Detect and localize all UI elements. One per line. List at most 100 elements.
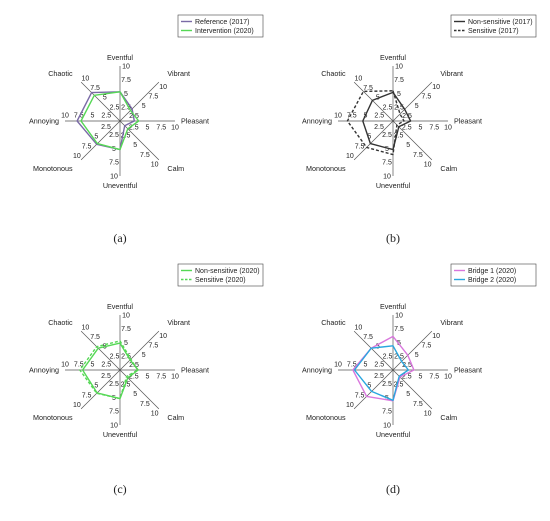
radar-tick-label: 2.5 bbox=[374, 373, 384, 380]
radar-axis-label-uneventful: Uneventful bbox=[103, 430, 138, 439]
radar-tick-label: 2.5 bbox=[374, 112, 384, 119]
radar-tick-label: 7.5 bbox=[363, 85, 373, 92]
radar-tick-label: 10 bbox=[346, 402, 354, 409]
radar-tick-label: 7.5 bbox=[140, 401, 150, 408]
radar-tick-label: 7.5 bbox=[140, 152, 150, 159]
radar-axis-label-annoying: Annoying bbox=[302, 117, 332, 126]
radar-tick-label: 2.5 bbox=[382, 381, 392, 388]
radar-tick-label: 7.5 bbox=[82, 392, 92, 399]
panel-label: (c) bbox=[113, 482, 126, 496]
radar-tick-label: 2.5 bbox=[394, 105, 404, 112]
radar-axis-label-monotonous: Monotonous bbox=[306, 164, 346, 173]
radar-tick-label: 5 bbox=[419, 373, 423, 380]
radar-tick-label: 5 bbox=[133, 391, 137, 398]
legend-box bbox=[450, 14, 537, 38]
radar-axis-line bbox=[119, 120, 160, 161]
radar-axis-label-vibrant: Vibrant bbox=[167, 318, 190, 327]
radar-axis-label-eventful: Eventful bbox=[107, 302, 133, 311]
radar-axis-label-vibrant: Vibrant bbox=[167, 69, 190, 78]
radar-tick-label: 2.5 bbox=[101, 112, 111, 119]
radar-axis-line bbox=[119, 81, 160, 122]
radar-tick-label: 7.5 bbox=[90, 334, 100, 341]
radar-tick-label: 10 bbox=[395, 312, 403, 319]
radar-tick-label: 2.5 bbox=[109, 381, 119, 388]
radar-tick-label: 2.5 bbox=[110, 353, 120, 360]
radar-series-2 bbox=[346, 90, 405, 156]
radar-tick-label: 7.5 bbox=[121, 77, 131, 84]
radar-tick-label: 10 bbox=[122, 312, 130, 319]
radar-axis-label-vibrant: Vibrant bbox=[440, 69, 463, 78]
radar-tick-label: 2.5 bbox=[129, 124, 139, 131]
radar-axis-label-vibrant: Vibrant bbox=[440, 318, 463, 327]
radar-tick-label: 10 bbox=[346, 153, 354, 160]
radar-tick-label: 2.5 bbox=[129, 373, 139, 380]
radar-axis-label-uneventful: Uneventful bbox=[376, 430, 411, 439]
radar-tick-label: 10 bbox=[383, 173, 391, 180]
radar-axis-label-chaotic: Chaotic bbox=[48, 69, 73, 78]
radar-tick-label: 7.5 bbox=[149, 94, 159, 101]
radar-tick-label: 5 bbox=[146, 124, 150, 131]
radar-tick-label: 2.5 bbox=[374, 124, 384, 131]
radar-tick-label: 5 bbox=[367, 134, 371, 141]
radar-axis-label-eventful: Eventful bbox=[380, 302, 406, 311]
legend-entry: Bridge 2 (2020) bbox=[468, 277, 516, 284]
radar-axis-line bbox=[353, 369, 394, 410]
radar-axis-label-calm: Calm bbox=[167, 413, 184, 422]
radar-tick-label: 5 bbox=[103, 95, 107, 102]
radar-tick-label: 7.5 bbox=[90, 85, 100, 92]
radar-tick-label: 5 bbox=[94, 383, 98, 390]
radar-tick-label: 10 bbox=[432, 84, 440, 91]
radar-tick-label: 10 bbox=[110, 173, 118, 180]
radar-tick-label: 7.5 bbox=[422, 343, 432, 350]
radar-tick-label: 10 bbox=[159, 333, 167, 340]
radar-tick-label: 10 bbox=[395, 63, 403, 70]
radar-tick-label: 2.5 bbox=[121, 105, 131, 112]
radar-axis-label-chaotic: Chaotic bbox=[321, 318, 346, 327]
radar-tick-label: 2.5 bbox=[101, 124, 111, 131]
legend-entry: Non-sensitive (2017) bbox=[468, 19, 533, 26]
radar-tick-label: 5 bbox=[124, 340, 128, 347]
radar-tick-label: 10 bbox=[159, 84, 167, 91]
radar-tick-label: 10 bbox=[334, 361, 342, 368]
radar-tick-label: 2.5 bbox=[374, 361, 384, 368]
radar-tick-label: 10 bbox=[82, 324, 90, 331]
radar-series-2 bbox=[80, 91, 140, 151]
radar-tick-label: 10 bbox=[151, 162, 159, 169]
radar-axis-label-uneventful: Uneventful bbox=[376, 181, 411, 190]
radar-tick-label: 2.5 bbox=[382, 132, 392, 139]
radar-tick-label: 10 bbox=[424, 411, 432, 418]
radar-axis-line bbox=[353, 330, 394, 371]
legend-entry: Intervention (2020) bbox=[195, 28, 254, 35]
radar-axis-line bbox=[353, 120, 394, 161]
panel-label: (b) bbox=[386, 231, 400, 245]
radar-tick-label: 10 bbox=[110, 422, 118, 429]
radar-tick-label: 10 bbox=[73, 402, 81, 409]
radar-tick-label: 2.5 bbox=[394, 381, 404, 388]
radar-tick-label: 7.5 bbox=[156, 124, 166, 131]
radar-series-2 bbox=[79, 340, 139, 400]
radar-tick-label: 7.5 bbox=[355, 143, 365, 150]
radar-tick-label: 7.5 bbox=[347, 361, 357, 368]
legend-box bbox=[450, 263, 537, 287]
radar-axis-line bbox=[80, 81, 121, 122]
radar-tick-label: 2.5 bbox=[110, 104, 120, 111]
radar-tick-label: 10 bbox=[444, 373, 452, 380]
radar-axis-line bbox=[80, 120, 121, 161]
radar-tick-label: 5 bbox=[406, 142, 410, 149]
radar-tick-label: 5 bbox=[142, 103, 146, 110]
radar-tick-label: 10 bbox=[151, 411, 159, 418]
radar-series-2 bbox=[353, 345, 410, 401]
radar-tick-label: 7.5 bbox=[347, 112, 357, 119]
legend-entry: Sensitive (2017) bbox=[468, 28, 519, 35]
radar-tick-label: 5 bbox=[133, 142, 137, 149]
radar-tick-label: 5 bbox=[91, 112, 95, 119]
radar-tick-label: 2.5 bbox=[383, 353, 393, 360]
radar-axis-line bbox=[119, 330, 160, 371]
radar-tick-label: 2.5 bbox=[101, 373, 111, 380]
radar-axis-label-chaotic: Chaotic bbox=[48, 318, 73, 327]
radar-tick-label: 2.5 bbox=[402, 124, 412, 131]
radar-tick-label: 10 bbox=[61, 112, 69, 119]
